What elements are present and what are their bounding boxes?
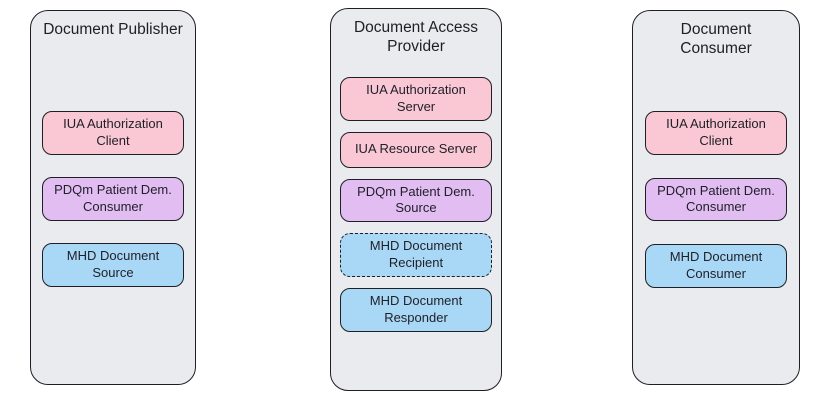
column-document-access-provider: Document Access Provider IUA Authorizati… bbox=[330, 8, 502, 391]
node-pdqm-patient-dem-consumer-right: PDQm Patient Dem. Consumer bbox=[645, 177, 787, 222]
column-document-publisher: Document Publisher IUA Authorization Cli… bbox=[30, 10, 196, 385]
node-iua-resource-server: IUA Resource Server bbox=[340, 131, 492, 168]
node-iua-authorization-server: IUA Authorization Server bbox=[340, 76, 492, 121]
column-title-document-access-provider: Document Access Provider bbox=[353, 19, 479, 56]
node-mhd-document-source: MHD Document Source bbox=[42, 242, 184, 287]
node-mhd-document-responder: MHD Document Responder bbox=[340, 288, 492, 332]
node-pdqm-patient-dem-consumer: PDQm Patient Dem. Consumer bbox=[42, 177, 184, 221]
column-document-consumer: Document Consumer IUA Authorization Clie… bbox=[632, 10, 800, 385]
column-title-document-publisher: Document Publisher bbox=[43, 21, 183, 38]
node-pdqm-patient-dem-source: PDQm Patient Dem. Source bbox=[340, 178, 492, 223]
node-iua-authorization-client: IUA Authorization Client bbox=[42, 111, 184, 156]
node-mhd-document-recipient: MHD Document Recipient bbox=[340, 233, 492, 278]
consumer-node-group: IUA Authorization Client PDQm Patient De… bbox=[633, 110, 799, 289]
access-provider-node-group: IUA Authorization Server IUA Resource Se… bbox=[331, 76, 501, 332]
column-title-document-consumer: Document Consumer bbox=[680, 21, 752, 58]
publisher-node-group: IUA Authorization Client PDQm Patient De… bbox=[31, 111, 195, 287]
node-iua-authorization-client-consumer: IUA Authorization Client bbox=[645, 110, 787, 155]
node-mhd-document-consumer: MHD Document Consumer bbox=[645, 244, 787, 289]
